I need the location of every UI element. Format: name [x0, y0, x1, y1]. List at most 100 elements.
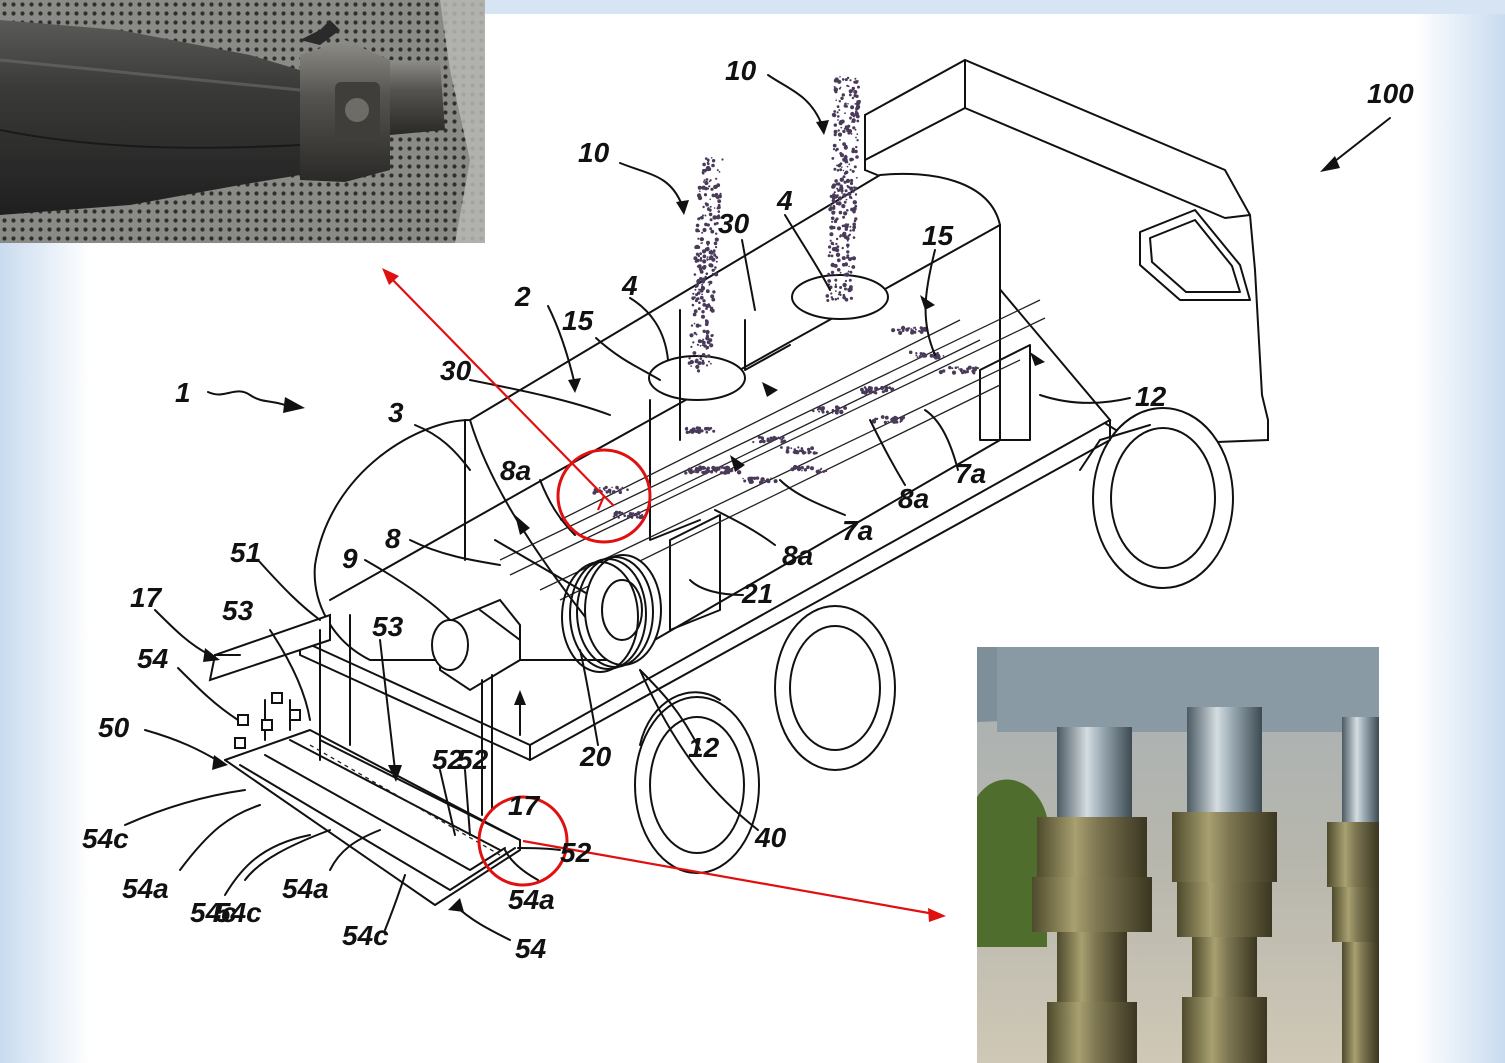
spray-dot	[828, 251, 832, 254]
spray-dot	[854, 217, 858, 221]
spray-dot	[762, 439, 766, 444]
spray-dot	[716, 169, 719, 172]
label-tube-54c: 54c	[190, 897, 237, 928]
spray-dot	[831, 408, 835, 412]
spray-dot	[638, 515, 641, 518]
spray-dot	[834, 278, 838, 282]
spray-dot	[604, 485, 608, 489]
spray-dot	[872, 390, 877, 394]
spray-dot	[841, 256, 846, 261]
highlight-circle-nozzle	[556, 448, 652, 544]
spray-dot	[709, 205, 712, 208]
spray-dot	[949, 366, 952, 369]
spray-dot	[699, 324, 702, 327]
label-tank-wall: 3	[388, 397, 404, 428]
spray-dot	[692, 341, 695, 344]
spray-dot	[855, 155, 859, 159]
spray-dot	[711, 272, 714, 275]
spray-dot	[852, 200, 857, 205]
fittings-photo	[977, 647, 1379, 1063]
spray-dot	[847, 103, 849, 105]
spray-dot	[957, 366, 959, 368]
spray-dot	[832, 204, 835, 208]
spray-dot	[820, 467, 823, 470]
spray-dot	[835, 242, 838, 246]
spray-dot	[598, 487, 601, 489]
spray-dot	[698, 288, 701, 291]
spray-dot	[717, 199, 722, 204]
spray-dot	[707, 354, 711, 358]
spray-dot	[699, 237, 704, 242]
spray-dot	[830, 296, 833, 299]
spray-dot	[704, 180, 709, 186]
spray-dot	[833, 133, 837, 137]
spray-dot	[691, 297, 695, 301]
spray-dot	[838, 293, 840, 296]
spray-dot	[838, 100, 841, 103]
label-boom: 54	[515, 933, 547, 964]
spray-dot	[842, 293, 846, 297]
spray-dot	[849, 116, 852, 120]
spray-dot	[838, 109, 841, 111]
spray-dot	[689, 359, 694, 365]
spray-dot	[833, 191, 836, 194]
spray-dot	[707, 207, 710, 209]
spray-dot	[714, 266, 717, 269]
spray-dot	[900, 325, 906, 331]
spray-dot	[854, 149, 858, 154]
spray-dot	[708, 209, 711, 211]
spray-dot	[825, 294, 830, 298]
spray-dot	[715, 255, 717, 258]
spray-dot	[822, 470, 825, 473]
spray-dot	[693, 322, 696, 325]
spray-dot	[760, 436, 764, 440]
spray-dot	[698, 267, 703, 271]
spray-dot	[850, 207, 854, 212]
label-valve-7a: 7a	[955, 458, 986, 489]
spray-dot	[781, 436, 785, 439]
label-valve-53: 53	[372, 611, 404, 642]
spray-dot	[888, 386, 891, 390]
spray-dot	[837, 196, 843, 201]
spray-dot	[843, 104, 847, 108]
spray-dot	[916, 356, 919, 359]
spray-dot	[832, 148, 836, 151]
spray-dot	[715, 260, 718, 263]
spray-dot	[691, 303, 695, 307]
spray-dot	[621, 511, 624, 514]
spray-dot	[628, 512, 633, 516]
spray-dot	[839, 120, 843, 124]
spray-dot	[766, 437, 770, 441]
spray-dot	[684, 427, 689, 431]
spray-dot	[800, 466, 804, 470]
spray-dot	[699, 357, 703, 360]
spray-dot	[810, 466, 814, 470]
spray-dot	[692, 312, 697, 317]
spray-dot	[795, 450, 800, 455]
spray-dot	[845, 178, 851, 183]
spray-dot	[701, 353, 706, 357]
spray-dot	[709, 343, 714, 348]
spray-dot	[706, 256, 709, 258]
spray-dot	[694, 299, 698, 303]
spray-dot	[695, 285, 698, 288]
spray-dot	[705, 364, 709, 367]
spray-dot	[809, 450, 812, 454]
spray-dot	[699, 257, 703, 260]
spray-dot	[778, 437, 781, 440]
spray-dot	[710, 362, 712, 365]
spray-dot	[839, 168, 843, 172]
spray-dot	[711, 465, 716, 470]
spray-dot	[782, 439, 787, 444]
spray-dot	[697, 307, 701, 311]
spray-dot	[715, 246, 718, 249]
spray-dot	[742, 477, 744, 480]
spray-dot	[844, 287, 847, 291]
spray-dot	[703, 470, 709, 475]
spray-dot	[834, 179, 838, 183]
callout-arrow-to-nozzle-photo	[387, 274, 605, 497]
label-frame: 17	[508, 790, 541, 821]
spray-dot	[913, 326, 917, 329]
spray-dot	[836, 111, 839, 114]
label-tube-54c: 54c	[342, 920, 389, 951]
